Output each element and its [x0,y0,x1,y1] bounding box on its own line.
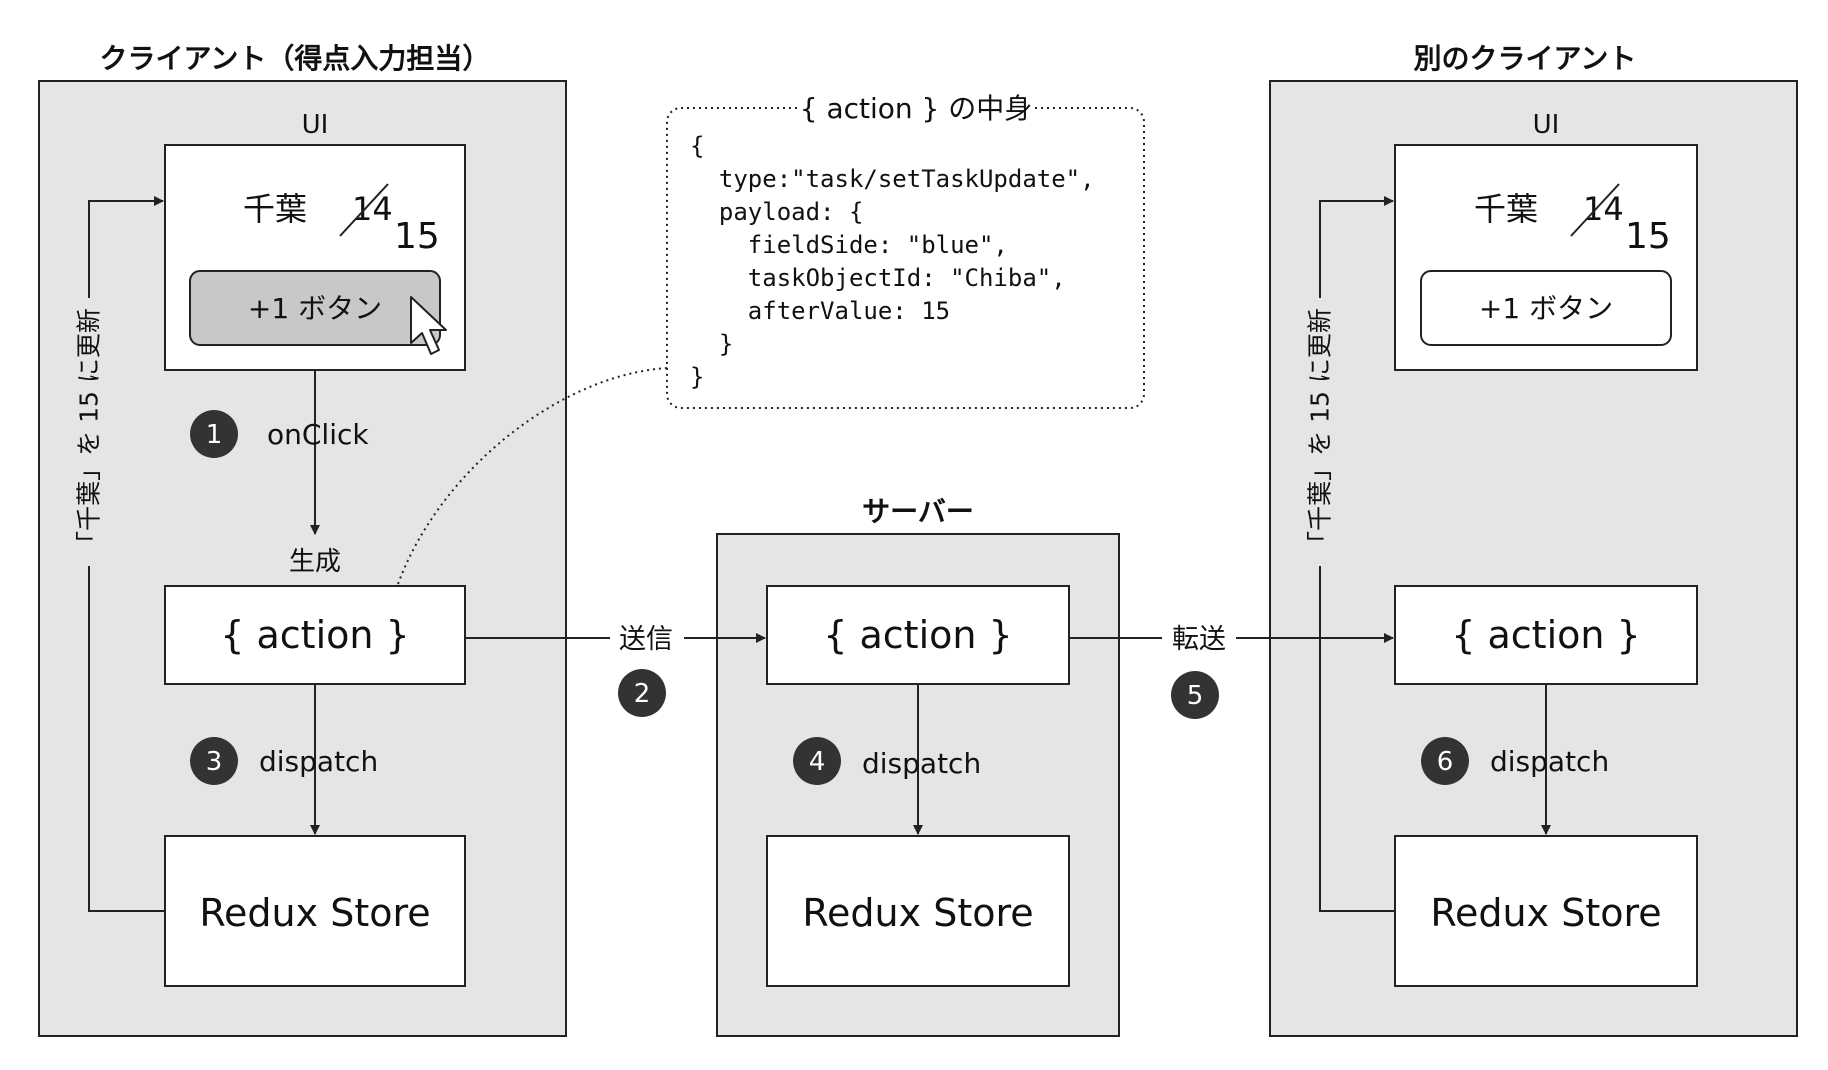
code-line-1: { [690,132,704,160]
other-client-team-name: 千葉 [1474,190,1538,228]
step-badge-2-label: 2 [634,679,651,709]
code-line-4: fieldSide: "blue", [690,231,1008,259]
other-client-new-score: 15 [1625,216,1671,257]
other-client-title: 別のクライアント [1414,42,1637,75]
step-badge-6-label: 6 [1437,747,1454,777]
action-popup-pointer [397,367,668,585]
action-popup-title-bg [800,92,1032,124]
send-label: 送信 [619,624,673,655]
step-badge-4 [793,737,841,785]
server-store-label: Redux Store [802,891,1033,935]
other-client-ui-label: UI [1533,110,1560,140]
other-client-action-box [1394,585,1698,685]
other-client-update-label-bg [1306,298,1334,566]
other-client-old-score-strike [1570,183,1620,237]
forward-connector: 転送 5 [1069,618,1394,719]
client-title: クライアント（得点入力担当） [100,42,491,75]
step-badge-1 [190,410,238,458]
code-line-5: taskObjectId: "Chiba", [690,264,1066,292]
step-badge-1-label: 1 [206,420,223,450]
code-line-8: } [690,363,704,391]
step-badge-3-label: 3 [206,747,223,777]
action-popup-box [666,107,1145,409]
client-generate-label: 生成 [289,547,341,577]
server-panel: サーバー { action } 4 dispatch Redux Store [716,495,1120,1037]
other-client-plus-one-button[interactable] [1420,270,1672,346]
cursor-icon [410,296,447,355]
other-client-old-score: 14 [1583,190,1624,228]
code-line-6: afterValue: 15 [690,297,950,325]
forward-label: 転送 [1172,624,1226,655]
other-client-plus-one-button-label: +1 ボタン [1479,292,1613,325]
client-panel: クライアント（得点入力担当） UI 千葉 14 15 +1 ボタン 1 onCl… [38,42,567,1037]
send-connector: 送信 2 [465,618,766,717]
server-dispatch-label: dispatch [862,747,981,780]
server-title: サーバー [862,495,974,528]
client-old-score-strike [339,183,389,237]
server-store-box [766,835,1070,987]
send-label-bg [610,618,684,658]
client-plus-one-button-label: +1 ボタン [248,292,382,325]
client-action-label: { action } [220,613,409,657]
code-line-3: payload: { [690,198,863,226]
step-badge-4-label: 4 [809,747,826,777]
other-client-action-label: { action } [1451,613,1640,657]
other-client-store-label: Redux Store [1430,891,1661,935]
step-badge-2 [618,669,666,717]
other-client-panel: 別のクライアント UI 千葉 14 15 +1 ボタン { action } 6… [1269,42,1798,1037]
client-update-label-bg [75,298,103,566]
client-dispatch-label: dispatch [259,745,378,778]
client-action-box [164,585,466,685]
client-onclick-label: onClick [267,418,369,451]
client-old-score: 14 [352,190,393,228]
other-client-update-label: 「千葉」を 15 に更新 [1306,308,1335,556]
client-ui-label: UI [302,110,329,140]
client-store-label: Redux Store [199,891,430,935]
other-client-store-box [1394,835,1698,987]
step-badge-6 [1421,737,1469,785]
code-line-7: } [690,330,733,358]
client-team-name: 千葉 [243,190,307,228]
client-plus-one-button[interactable] [189,270,441,346]
server-action-label: { action } [823,613,1012,657]
action-popup: { action } の中身 { type:"task/setTaskUpdat… [0,0,1196,585]
other-client-dispatch-label: dispatch [1490,745,1609,778]
action-popup-title: { action } の中身 [800,92,1033,125]
code-line-2: type:"task/setTaskUpdate", [690,165,1095,193]
step-badge-3 [190,737,238,785]
step-badge-5 [1171,671,1219,719]
client-update-label: 「千葉」を 15 に更新 [75,308,104,556]
forward-label-bg [1162,618,1236,658]
client-new-score: 15 [394,216,440,257]
step-badge-5-label: 5 [1187,681,1204,711]
action-code: { type:"task/setTaskUpdate", payload: { … [0,0,1196,391]
client-store-box [164,835,466,987]
